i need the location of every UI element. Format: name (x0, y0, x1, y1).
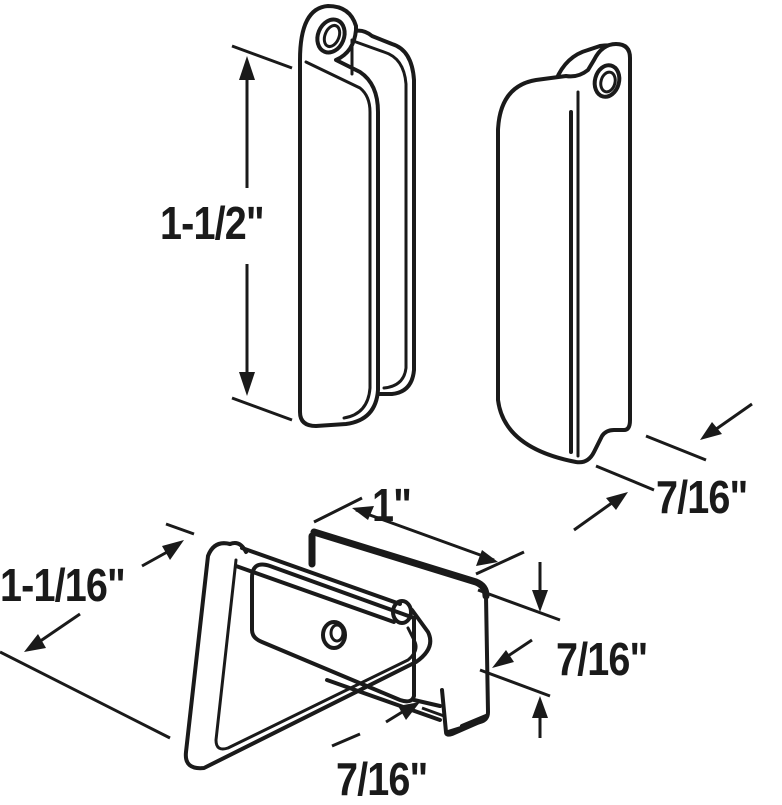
dimension-ring-width (0, 522, 195, 740)
label-bracket-height: 7/16" (556, 633, 648, 685)
dimension-bracket-height (477, 562, 561, 738)
label-bracket-length: 1" (372, 479, 412, 531)
label-ring-width: 1-1/16" (0, 559, 126, 611)
label-bracket-width: 7/16" (336, 753, 428, 805)
pull-handle-back (496, 42, 632, 465)
dimension-handle-depth (573, 402, 753, 532)
dimension-bracket-length (313, 496, 525, 576)
pull-handle-front (298, 4, 416, 428)
label-handle-depth: 7/16" (656, 471, 748, 523)
dimension-bracket-width (331, 702, 445, 748)
latch-bracket (183, 528, 490, 771)
dimension-handle-height (231, 44, 293, 422)
label-handle-height: 1-1/2" (160, 197, 265, 249)
